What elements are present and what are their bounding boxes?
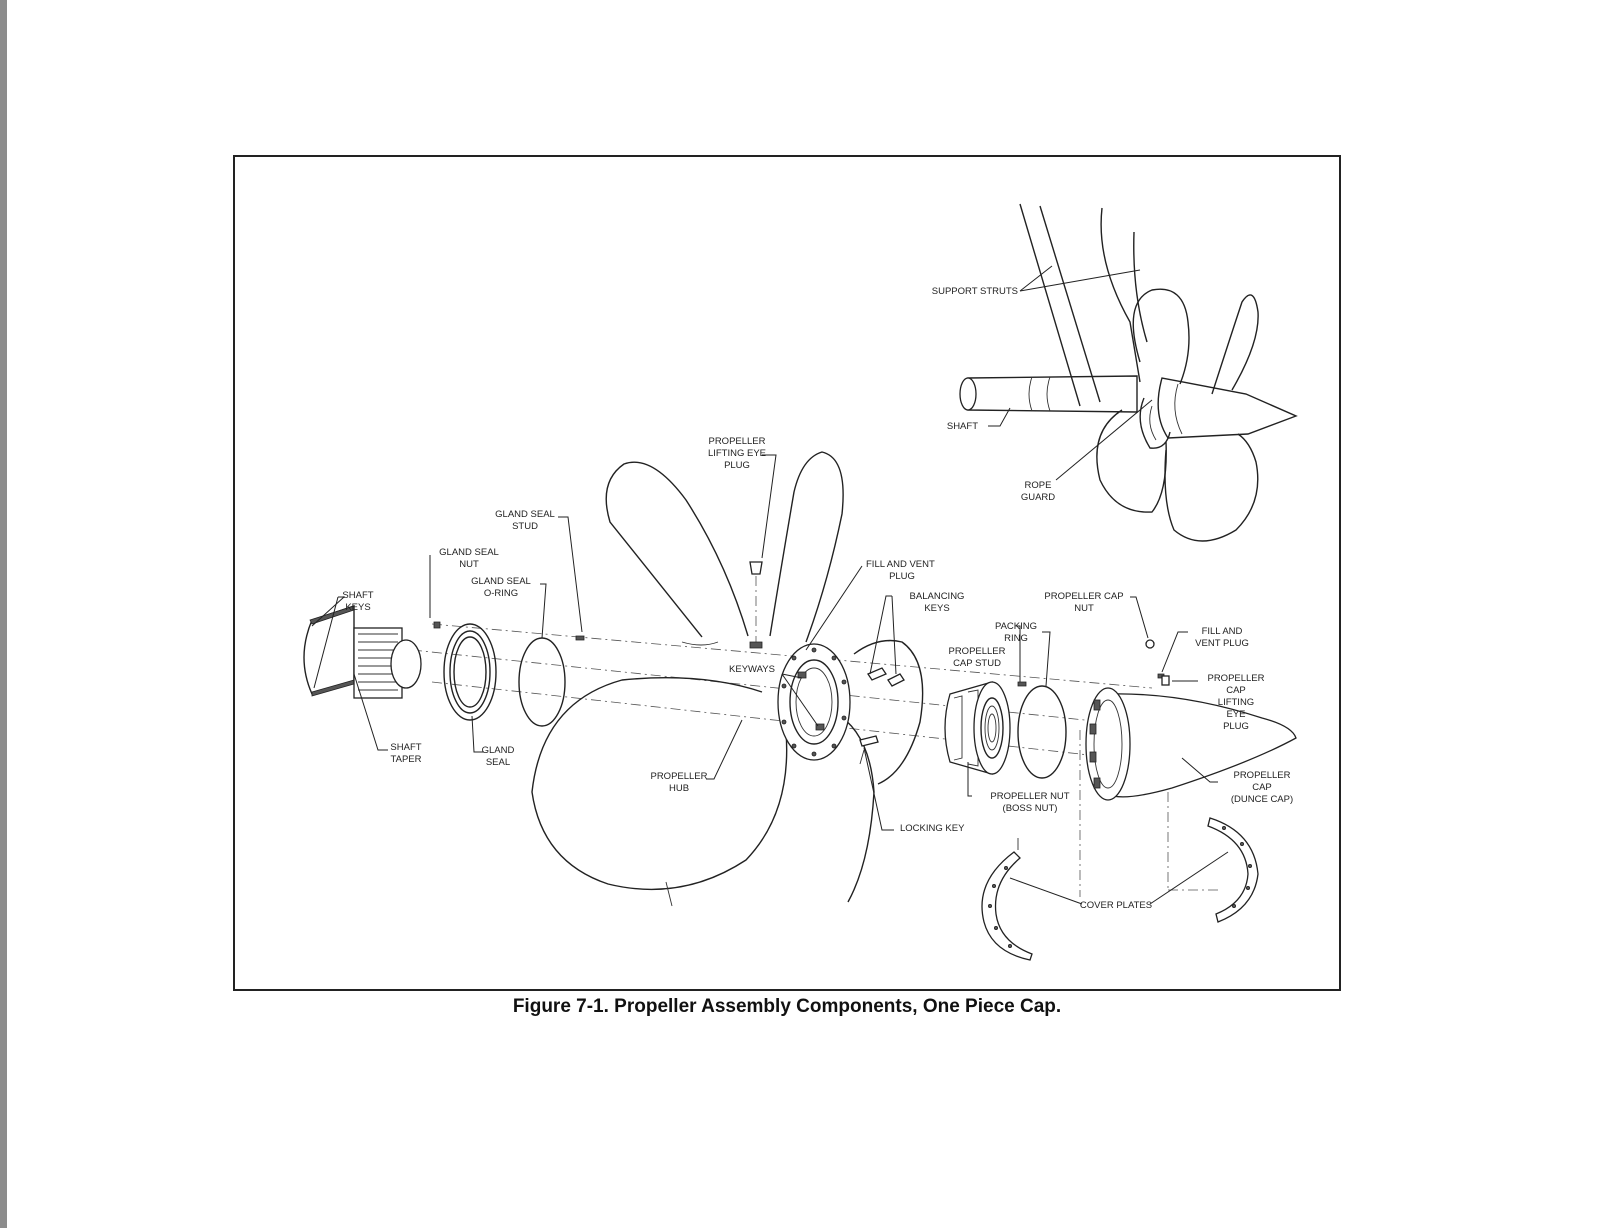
propeller-nut-part xyxy=(944,681,1027,775)
label-fill-vent-plug-b-2: VENT PLUG xyxy=(1195,638,1249,649)
packing-ring-part xyxy=(1017,685,1067,779)
label-fill-vent-plug-1: FILL AND VENT xyxy=(866,559,935,570)
label-shaft-keys-1: SHAFT xyxy=(342,590,373,601)
label-cap-stud-1: PROPELLER xyxy=(948,646,1005,657)
label-propeller-hub-1: PROPELLER xyxy=(650,771,707,782)
label-gland-seal-1: GLAND xyxy=(482,745,515,756)
label-propeller-hub-2: HUB xyxy=(669,783,689,794)
label-support-struts: SUPPORT STRUTS xyxy=(932,286,1018,297)
label-keyways: KEYWAYS xyxy=(729,664,775,675)
figure-frame: SUPPORT STRUTS SHAFT ROPE GUARD xyxy=(233,155,1341,991)
page-edge-bar xyxy=(0,0,7,1228)
label-cap-lifting-eye-1: PROPELLER xyxy=(1207,673,1264,684)
label-shaft-taper-1: SHAFT xyxy=(390,742,421,753)
label-gland-seal-nut-1: GLAND SEAL xyxy=(439,547,499,558)
label-lifting-eye-plug-3: PLUG xyxy=(724,460,750,471)
label-fill-vent-plug-2: PLUG xyxy=(889,571,915,582)
cover-plates-part xyxy=(981,817,1259,961)
figure-caption: Figure 7-1. Propeller Assembly Component… xyxy=(512,996,1062,1017)
label-lifting-eye-plug-2: LIFTING EYE xyxy=(708,448,766,459)
label-cap-nut-1: PROPELLER CAP xyxy=(1044,591,1123,602)
label-dunce-cap-3: (DUNCE CAP) xyxy=(1231,794,1293,805)
label-cap-lifting-eye-3: LIFTING xyxy=(1218,697,1254,708)
gland-seal-part xyxy=(443,623,497,721)
label-locking-key: LOCKING KEY xyxy=(900,823,965,834)
part-labels: PROPELLER LIFTING EYE PLUG GLAND SEAL ST… xyxy=(342,436,1293,911)
label-cap-lifting-eye-2: CAP xyxy=(1226,685,1246,696)
label-packing-ring-1: PACKING xyxy=(995,621,1037,632)
label-rope-guard-1: ROPE xyxy=(1025,480,1052,491)
label-propeller-nut-1: PROPELLER NUT xyxy=(990,791,1069,802)
label-gland-seal-oring-2: O-RING xyxy=(484,588,518,599)
label-gland-seal-nut-2: NUT xyxy=(459,559,479,570)
inset-assembled-propeller: SUPPORT STRUTS SHAFT ROPE GUARD xyxy=(932,203,1298,542)
label-fill-vent-plug-b-1: FILL AND xyxy=(1202,626,1243,637)
label-lifting-eye-plug-1: PROPELLER xyxy=(708,436,765,447)
label-dunce-cap-2: CAP xyxy=(1252,782,1272,793)
label-cap-nut-2: NUT xyxy=(1074,603,1094,614)
label-cap-lifting-eye-5: PLUG xyxy=(1223,721,1249,732)
label-shaft: SHAFT xyxy=(947,421,978,432)
label-gland-seal-stud-1: GLAND SEAL xyxy=(495,509,555,520)
label-dunce-cap-1: PROPELLER xyxy=(1233,770,1290,781)
label-shaft-keys-2: KEYS xyxy=(345,602,370,613)
label-rope-guard-2: GUARD xyxy=(1021,492,1055,503)
label-shaft-taper-2: TAPER xyxy=(391,754,422,765)
label-propeller-nut-2: (BOSS NUT) xyxy=(1003,803,1058,814)
label-gland-seal-stud-2: STUD xyxy=(512,521,538,532)
leader-lines xyxy=(311,454,1229,905)
label-cover-plates: COVER PLATES xyxy=(1080,900,1152,911)
label-balancing-keys-1: BALANCING xyxy=(910,591,965,602)
propeller-assembly-diagram: SUPPORT STRUTS SHAFT ROPE GUARD xyxy=(303,203,1298,961)
label-balancing-keys-2: KEYS xyxy=(924,603,949,614)
propeller-blades-part xyxy=(433,451,924,907)
label-gland-seal-2: SEAL xyxy=(486,757,510,768)
label-packing-ring-2: RING xyxy=(1004,633,1028,644)
label-cap-stud-2: CAP STUD xyxy=(953,658,1001,669)
label-cap-lifting-eye-4: EYE xyxy=(1226,709,1245,720)
propeller-cap-part xyxy=(1085,639,1297,801)
gland-seal-oring-part xyxy=(518,637,566,727)
shaft-taper-part xyxy=(303,605,422,699)
label-gland-seal-oring-1: GLAND SEAL xyxy=(471,576,531,587)
